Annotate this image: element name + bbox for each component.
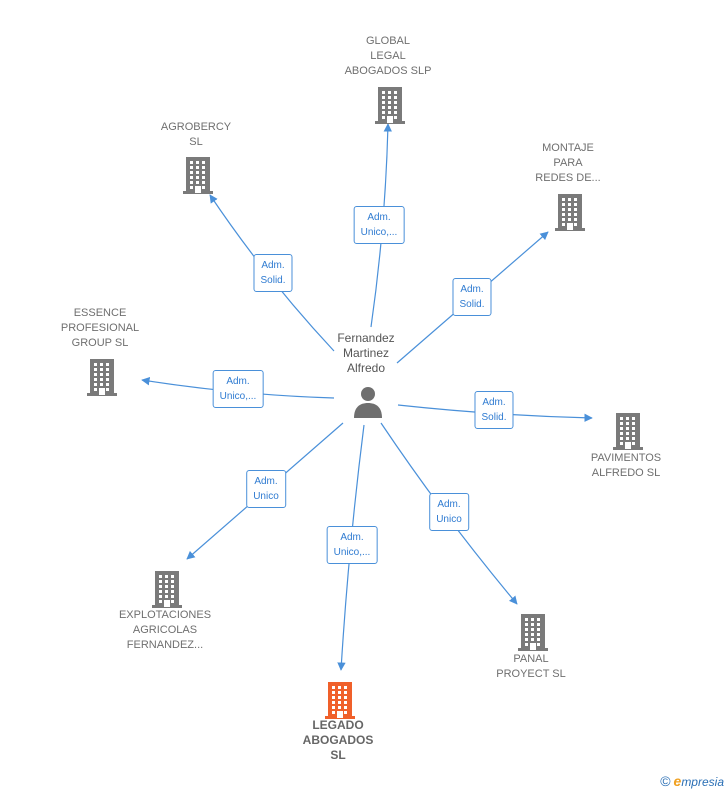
center-person-name: Fernandez Martinez Alfredo (337, 331, 395, 375)
building-icon[interactable] (372, 85, 408, 125)
edge-label-legado[interactable]: Adm. Unico,... (326, 526, 378, 564)
company-name-explotaciones[interactable]: EXPLOTACIONES AGRICOLAS FERNANDEZ... (118, 609, 212, 651)
person-icon[interactable] (352, 385, 384, 419)
copyright-symbol: © (660, 773, 671, 789)
edge-label-global[interactable]: Adm. Unico,... (353, 206, 405, 244)
company-name-pavimentos[interactable]: PAVIMENTOS ALFREDO SL (590, 452, 662, 479)
company-name-montaje[interactable]: MONTAJE PARA REDES DE... (535, 142, 601, 184)
building-icon[interactable] (84, 357, 120, 397)
edge-label-panal[interactable]: Adm. Unico (429, 493, 469, 531)
edge-label-essence[interactable]: Adm. Unico,... (212, 370, 264, 408)
footer-credit: ©empresia (660, 773, 724, 789)
edge-label-agrobercy[interactable]: Adm. Solid. (253, 254, 293, 292)
building-icon[interactable] (610, 411, 646, 451)
edge-label-explotaciones[interactable]: Adm. Unico (246, 470, 286, 508)
building-icon[interactable] (149, 569, 185, 609)
building-icon[interactable] (180, 155, 216, 195)
building-icon[interactable] (552, 192, 588, 232)
company-name-global[interactable]: GLOBAL LEGAL ABOGADOS SLP (344, 35, 432, 77)
company-name-agrobercy[interactable]: AGROBERCY SL (160, 121, 232, 148)
brand-initial: e (673, 773, 682, 789)
brand-name: mpresia (681, 775, 724, 789)
building-icon[interactable] (515, 612, 551, 652)
company-name-legado[interactable]: LEGADO ABOGADOS SL (302, 718, 374, 762)
building-icon[interactable] (322, 680, 358, 720)
edge-label-montaje[interactable]: Adm. Solid. (452, 278, 492, 316)
company-name-essence[interactable]: ESSENCE PROFESIONAL GROUP SL (60, 307, 140, 349)
company-name-panal[interactable]: PANAL PROYECT SL (496, 653, 566, 680)
edge-label-pavimentos[interactable]: Adm. Solid. (474, 391, 514, 429)
